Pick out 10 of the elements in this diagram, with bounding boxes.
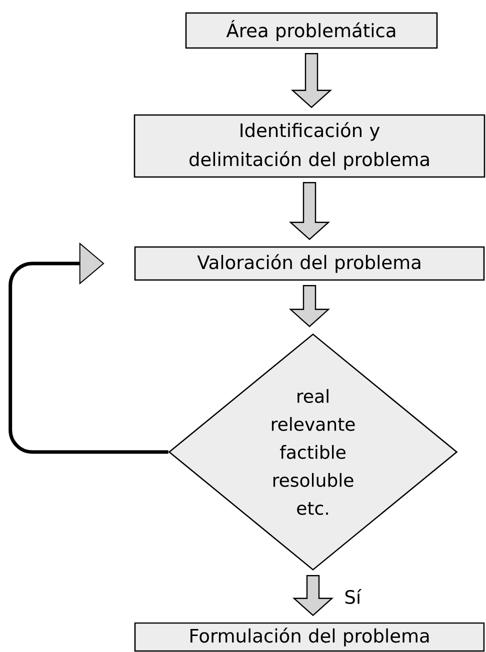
process-box: Área problemática — [185, 12, 438, 49]
loop-arrow — [8, 242, 168, 454]
process-box: Formulación del problema — [134, 622, 485, 652]
block-arrow — [290, 53, 332, 108]
block-arrow — [288, 182, 330, 240]
edge-label: Sí — [343, 588, 362, 605]
block-arrow — [292, 575, 334, 616]
process-box: Valoración del problema — [134, 246, 485, 281]
process-box: Identificación y delimitación del problema — [134, 114, 486, 178]
block-arrow — [288, 285, 330, 328]
